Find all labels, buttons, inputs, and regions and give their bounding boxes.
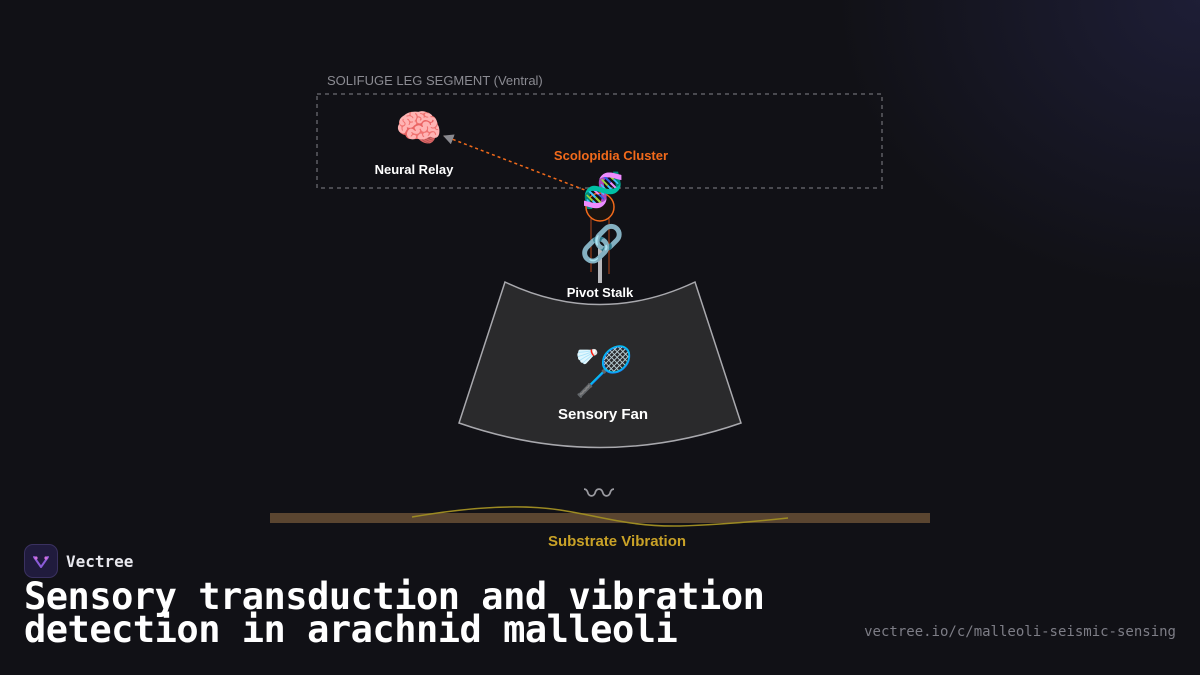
brand-name: Vectree xyxy=(66,551,134,571)
sensory-fan-label: Sensory Fan xyxy=(558,406,648,423)
source-url: vectree.io/c/malleoli-seismic-sensing xyxy=(864,624,1176,640)
pivot-stalk-label: Pivot Stalk xyxy=(567,285,634,300)
badminton-icon: 🏸 xyxy=(574,341,634,400)
dna-icon: 🧬 xyxy=(582,170,624,211)
scolopidia-label: Scolopidia Cluster xyxy=(554,148,668,163)
brand: Vectree xyxy=(24,544,133,578)
vibration-wave xyxy=(411,506,789,527)
substrate-label: Substrate Vibration xyxy=(548,533,686,550)
page-title: Sensory transduction and vibration detec… xyxy=(24,575,765,651)
brain-icon: 🧠 xyxy=(395,106,442,150)
pivot-stalk-shaft xyxy=(598,245,602,283)
signal-arrow xyxy=(443,134,591,193)
leg-segment-box xyxy=(316,93,883,189)
vectree-logo-icon xyxy=(24,544,58,578)
neural-relay-label: Neural Relay xyxy=(375,162,455,177)
link-icon: 🔗 xyxy=(580,222,625,265)
segment-label: SOLIFUGE LEG SEGMENT (Ventral) xyxy=(327,73,543,88)
wavy-dash-icon: 〰 xyxy=(584,477,614,512)
sensory-fan-shape xyxy=(458,280,742,449)
scolopidia-node xyxy=(585,192,615,222)
